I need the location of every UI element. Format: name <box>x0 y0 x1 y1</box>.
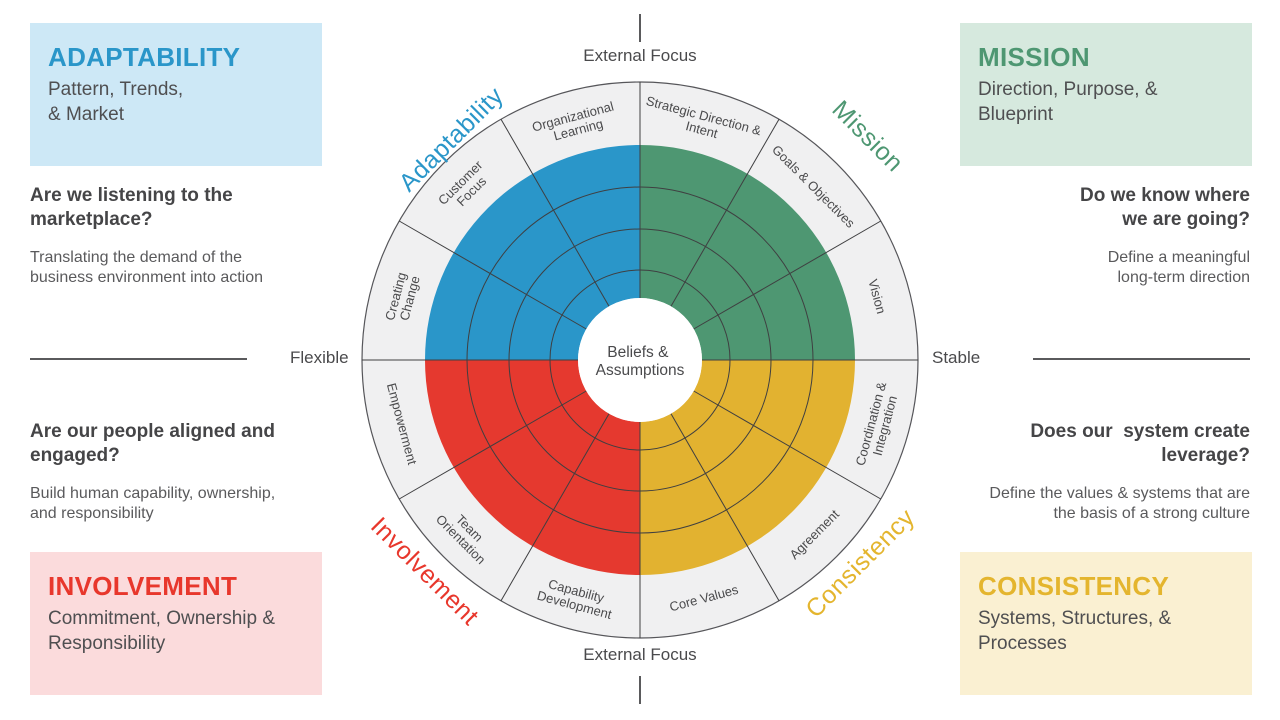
adaptability-card-subtitle: Pattern, Trends, & Market <box>48 79 184 125</box>
mission-card-title: MISSION <box>978 42 1090 72</box>
adaptability-card: ADAPTABILITY Pattern, Trends, & Market <box>30 23 322 166</box>
involvement-card: INVOLVEMENT Commitment, Ownership & Resp… <box>30 552 322 695</box>
axis-label-top: External Focus <box>583 46 697 65</box>
consistency-card-subtitle: Systems, Structures, & Processes <box>978 608 1172 654</box>
consistency-quadrant-sector <box>640 360 855 575</box>
mission-card: MISSION Direction, Purpose, & Blueprint <box>960 23 1252 166</box>
adaptability-description: Translating the demand of the business e… <box>30 248 264 287</box>
adaptability-question-block: Are we listening to the marketplace? Tra… <box>30 184 330 289</box>
mission-quadrant-sector <box>640 145 855 360</box>
involvement-card-title: INVOLVEMENT <box>48 571 238 601</box>
involvement-card-subtitle: Commitment, Ownership & Responsibility <box>48 608 276 654</box>
involvement-quadrant-sector <box>425 360 640 575</box>
mission-description: Define a meaningful long-term direction <box>1107 248 1250 287</box>
adaptability-quadrant-sector <box>425 145 640 360</box>
wheel-radial-lines <box>362 82 918 638</box>
axis-label-bottom: External Focus <box>583 645 697 664</box>
wheel-center-circle <box>578 298 702 422</box>
mission-question-block: Do we know where we are going? Define a … <box>950 184 1250 289</box>
adaptability-card-title: ADAPTABILITY <box>48 42 241 72</box>
top-axis-tick <box>639 14 641 42</box>
consistency-card-title: CONSISTENCY <box>978 571 1170 601</box>
left-axis-rule <box>30 358 247 360</box>
adaptability-question: Are we listening to the marketplace? <box>30 185 233 230</box>
axis-label-left: Flexible <box>290 348 349 367</box>
right-axis-rule <box>1033 358 1250 360</box>
consistency-card: CONSISTENCY Systems, Structures, & Proce… <box>960 552 1252 695</box>
involvement-question: Are our people aligned and engaged? <box>30 421 275 466</box>
consistency-question-block: Does our system create leverage? Define … <box>950 420 1250 525</box>
mission-question: Do we know where we are going? <box>1080 185 1250 230</box>
consistency-question: Does our system create leverage? <box>1030 421 1250 466</box>
mission-card-subtitle: Direction, Purpose, & Blueprint <box>978 79 1158 125</box>
involvement-question-block: Are our people aligned and engaged? Buil… <box>30 420 330 525</box>
axis-label-right: Stable <box>932 348 981 367</box>
involvement-description: Build human capability, ownership, and r… <box>30 484 276 523</box>
bottom-axis-tick <box>639 676 641 704</box>
wheel-center-label: Beliefs & Assumptions <box>596 344 685 379</box>
consistency-description: Define the values & systems that are the… <box>989 484 1250 523</box>
